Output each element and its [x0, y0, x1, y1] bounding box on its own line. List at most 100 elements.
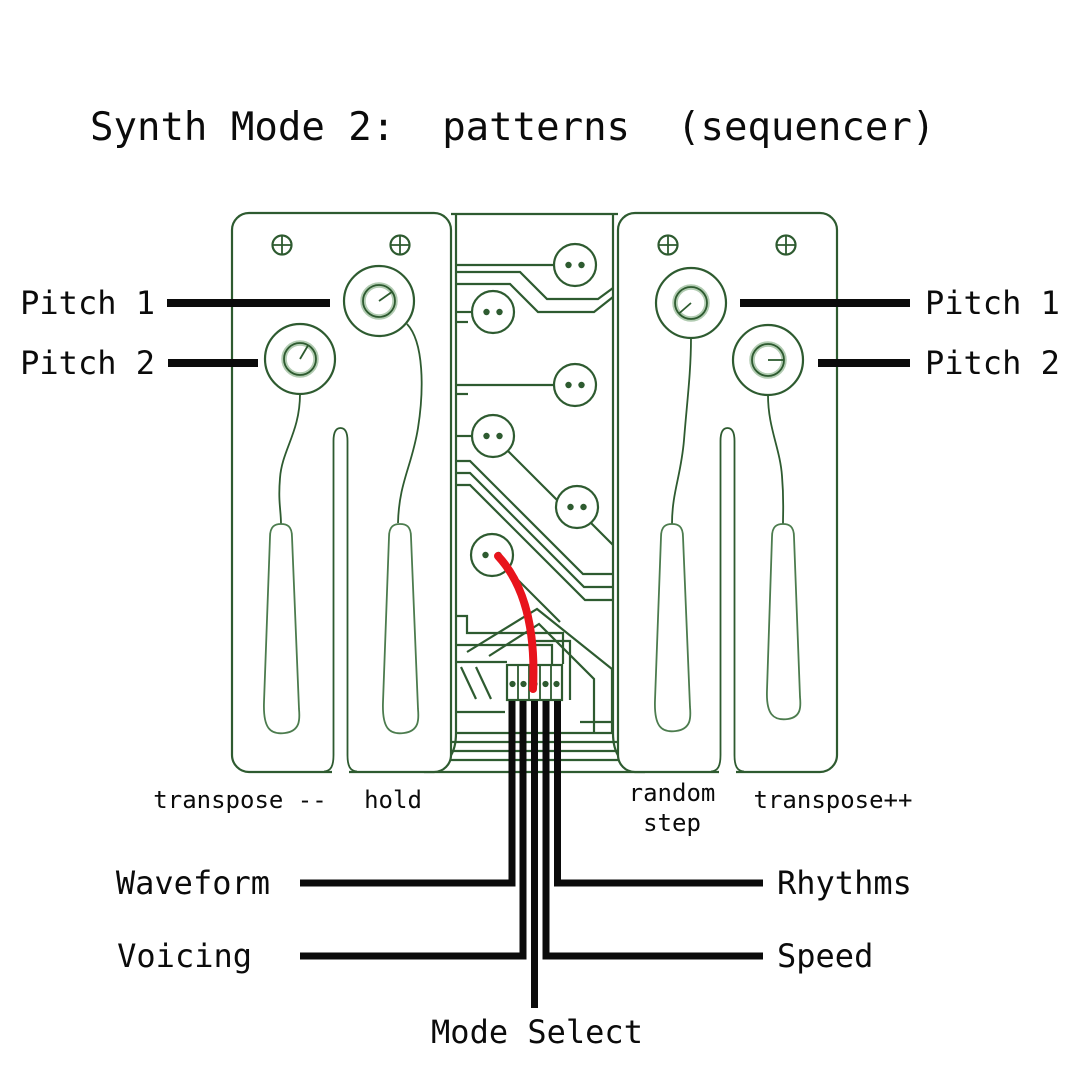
pin-dot: [520, 680, 527, 688]
pad-ring: [470, 413, 516, 459]
knob-inner-ring: [283, 342, 317, 376]
paddle: [766, 523, 802, 721]
screw-icon: [389, 234, 411, 256]
paddle: [263, 523, 301, 735]
voicing-label: Voicing: [117, 937, 252, 975]
right-panel: [616, 211, 839, 776]
pad-dot: [578, 381, 585, 389]
waveform-label: Waveform: [116, 864, 270, 902]
pcb-board: [230, 211, 839, 776]
knob-inner-ring: [674, 286, 708, 320]
pad-dot: [567, 503, 574, 511]
trace: [456, 282, 614, 314]
knob-pointer: [678, 302, 692, 315]
trace-diagonal: [590, 522, 614, 546]
knob-wires: [278, 323, 785, 525]
screw-cross: [272, 235, 292, 255]
screw-icon: [775, 234, 797, 256]
pad-dot: [483, 308, 490, 316]
pad-dot: [482, 551, 489, 559]
pad-dot: [496, 432, 503, 440]
screw-cross: [658, 235, 678, 255]
transpose-plus-label: transpose++: [754, 786, 913, 814]
pad-dot: [565, 261, 572, 269]
touch-pad: [552, 242, 598, 288]
touch-pads: [469, 242, 600, 578]
touch-pad: [470, 413, 516, 459]
text-labels: Synth Mode 2: patterns (sequencer) Pitch…: [20, 105, 1060, 1051]
right-panel-slot: [719, 427, 736, 755]
slot-bottom-gap: [719, 766, 736, 776]
trace-diagonal: [505, 448, 562, 505]
trace-diagonal: [456, 471, 613, 589]
pad-dot: [483, 432, 490, 440]
trace-hatch: [475, 666, 492, 700]
pitch2-left-knob: [263, 322, 337, 396]
pin-dot: [553, 680, 560, 688]
paddle: [654, 523, 692, 733]
trace: [456, 614, 565, 664]
knob-wire: [278, 393, 301, 525]
screw-icon: [271, 234, 293, 256]
pitch1-right-label: Pitch 1: [925, 284, 1060, 322]
screw-cross: [776, 235, 796, 255]
touch-pad: [552, 362, 598, 408]
pin-dot: [509, 680, 516, 688]
pad-ring: [554, 484, 600, 530]
knob-pointer: [378, 290, 394, 302]
callout-lines: [167, 299, 910, 1008]
random-step-label-line2: step: [643, 809, 701, 837]
random-step-label-line1: random: [629, 779, 716, 807]
paddles: [263, 523, 802, 735]
screws: [271, 234, 797, 256]
pin-dot: [542, 680, 549, 688]
slot-flare: [733, 754, 745, 773]
trace-diagonal: [456, 483, 613, 602]
touch-pad: [554, 484, 600, 530]
slot-bottom-gap: [332, 766, 349, 776]
pitch2-right-label: Pitch 2: [925, 344, 1060, 382]
trace-chevron: [466, 607, 614, 733]
slot-flare: [710, 754, 722, 773]
pad-dot: [565, 381, 572, 389]
red-jumper-wire: [494, 552, 538, 693]
slot-flare: [323, 754, 335, 773]
pitch2-right-knob: [731, 323, 805, 397]
pad-dot: [578, 261, 585, 269]
transpose-minus-label: transpose --: [153, 786, 326, 814]
pad-ring: [552, 242, 598, 288]
knobs: [263, 264, 805, 397]
voicing-line: [300, 701, 527, 960]
knob-wire: [767, 394, 785, 525]
pad-dot: [580, 503, 587, 511]
hold-label: hold: [364, 786, 422, 814]
trace-diagonal: [456, 459, 613, 576]
rhythms-line: [554, 701, 763, 887]
right-panel-outline: [616, 211, 839, 774]
connector-outer-box: [533, 639, 572, 700]
trace: [456, 643, 554, 664]
pad-ring: [470, 289, 516, 335]
left-panel-slot: [332, 427, 349, 755]
trace-hatch: [460, 666, 477, 700]
knob-wire: [397, 323, 423, 524]
mode-select-label: Mode Select: [431, 1013, 643, 1051]
pitch1-left-knob: [342, 264, 416, 338]
trace-chevron: [488, 622, 596, 733]
connector-pin-dividers: [517, 665, 552, 700]
knob-inner-ring: [362, 284, 396, 318]
pad-ring: [552, 362, 598, 408]
rhythms-label: Rhythms: [777, 864, 912, 902]
speed-label: Speed: [777, 937, 873, 975]
pitch1-right-knob: [654, 266, 728, 340]
knob-pointer: [299, 345, 309, 360]
pitch2-left-label: Pitch 2: [20, 344, 155, 382]
page-title: Synth Mode 2: patterns (sequencer): [90, 105, 935, 150]
waveform-line: [300, 701, 516, 887]
speed-line: [542, 701, 763, 960]
slot-flare: [346, 754, 358, 773]
pad-dot: [496, 308, 503, 316]
screw-cross: [390, 235, 410, 255]
